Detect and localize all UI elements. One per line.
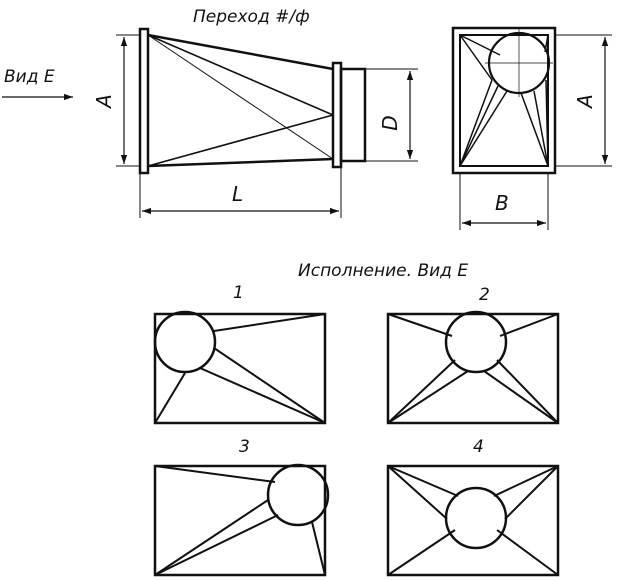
variant-2: 2 [386,285,560,425]
outer-flange [451,26,557,175]
left-flange [138,27,150,175]
variant-1-label: 1 [233,283,244,303]
dim-L-label: L [232,182,243,206]
cone-bottom-edge [147,157,334,168]
fold-line-3 [147,34,334,160]
variant-3-label: 3 [239,437,250,457]
dim-B-label: B [495,191,509,215]
fold-line-2 [147,114,334,167]
front-view: A B [451,26,612,230]
variant-4-label: 4 [473,437,484,457]
round-outlet [339,67,367,163]
dim-A2-label: A [573,94,597,110]
variant-2-label: 2 [479,285,490,305]
view-direction: Вид Е [2,67,73,101]
variant-3: 3 [153,437,330,577]
cone-top-edge [147,33,334,71]
variants-title: Исполнение. Вид Е [298,261,468,281]
fold-line-1 [147,34,334,116]
variant-4: 4 [386,437,560,577]
dim-D-label: D [378,115,402,130]
side-view: A D L [92,27,418,218]
view-label: Вид Е [4,67,55,87]
inner-frame [459,34,549,167]
dim-A-label: A [92,94,116,110]
drawing-title: Переход #/ф [193,7,310,27]
variant-1: 1 [153,283,327,425]
